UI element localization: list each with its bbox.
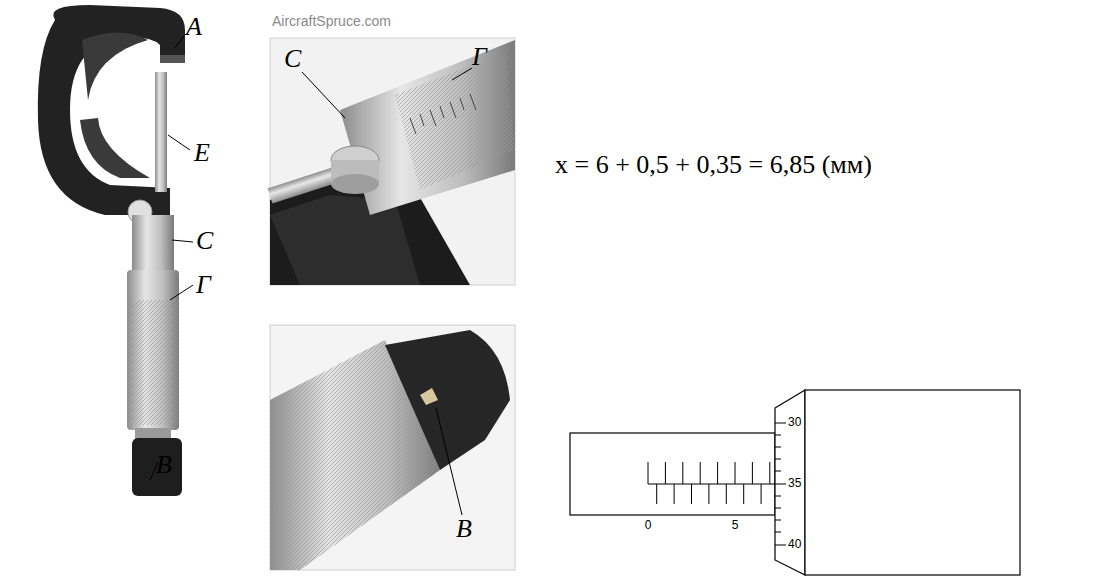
scale-number: 35 (788, 477, 801, 489)
part-letter: В (156, 452, 172, 478)
scale-number: 40 (788, 538, 801, 550)
scale-number: 30 (788, 416, 801, 428)
part-letter: В (456, 516, 472, 542)
part-letter: С (284, 46, 301, 72)
part-letter: А (186, 14, 202, 40)
scale-number: 5 (732, 519, 739, 531)
reading-formula: x = 6 + 0,5 + 0,35 = 6,85 (мм) (555, 152, 872, 178)
part-letter: Г (472, 44, 487, 70)
scale-number: 0 (645, 519, 652, 531)
part-letter: Е (194, 140, 210, 166)
part-letter: Г (196, 272, 211, 298)
part-letter: С (196, 228, 213, 254)
watermark: AircraftSpruce.com (272, 14, 391, 28)
